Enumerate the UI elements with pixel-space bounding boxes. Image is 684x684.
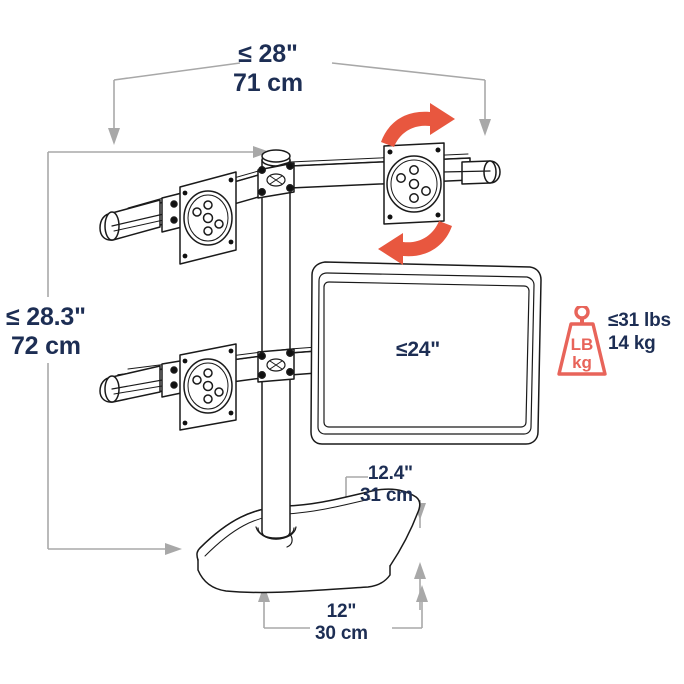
- monitor: [310, 261, 542, 445]
- dimension-label-width: ≤ 28" 71 cm: [233, 40, 303, 98]
- weight-icon-kg-text: kg: [572, 353, 592, 372]
- dimension-label-height-line1: ≤ 28.3": [6, 303, 86, 331]
- dimension-label-base-width: 12" 30 cm: [315, 601, 368, 645]
- upper-crossbar: [99, 142, 501, 265]
- arrowhead-top-left: [108, 128, 120, 145]
- rotation-arrow-clockwise: [381, 103, 455, 147]
- dimension-label-weight: ≤31 lbs 14 kg: [608, 310, 671, 356]
- arrowhead-height-bottom: [165, 543, 182, 555]
- weight-icon-lb-text: LB: [571, 335, 594, 354]
- weight-handle-icon: [574, 306, 590, 320]
- dimension-label-depth-line2: 31 cm: [360, 485, 413, 507]
- vertical-pole: [255, 149, 297, 548]
- dimension-top-width: [113, 62, 486, 133]
- dimension-lines: [47, 62, 486, 629]
- arrowhead-depth-up: [414, 562, 426, 579]
- dimension-left-height: [47, 151, 258, 550]
- dimension-label-base-width-line2: 30 cm: [315, 623, 368, 645]
- lower-crossbar: [99, 343, 331, 431]
- dimension-label-height-line2: 72 cm: [10, 332, 81, 360]
- dimension-label-depth: 12.4" 31 cm: [360, 463, 413, 507]
- arrowhead-top-right: [479, 119, 491, 136]
- arrowhead-basewidth-right: [416, 585, 428, 602]
- dimension-label-weight-line2: 14 kg: [608, 332, 656, 354]
- dimension-label-screen-size: ≤24": [396, 338, 440, 362]
- dimension-label-width-line1: ≤ 28": [238, 40, 298, 68]
- weight-body-icon: [557, 322, 607, 376]
- arrowhead-height-top: [253, 146, 270, 158]
- dimension-label-height: ≤ 28.3" 72 cm: [6, 303, 86, 361]
- dimension-label-weight-line1: ≤31 lbs: [608, 310, 671, 331]
- dimension-base-width: [263, 597, 423, 629]
- dimension-label-depth-line1: 12.4": [367, 463, 413, 484]
- weight-icon: LB kg: [557, 306, 607, 376]
- arrowhead-basewidth-left: [258, 585, 270, 602]
- dimension-label-width-line2: 71 cm: [233, 69, 303, 97]
- rotation-arrow-counterclockwise: [378, 221, 452, 265]
- rotation-arrows: [378, 103, 455, 265]
- dimension-label-base-width-line1: 12": [326, 601, 357, 622]
- product-line-art: [99, 142, 542, 594]
- dimension-label-screen-size-line1: ≤24": [396, 338, 441, 361]
